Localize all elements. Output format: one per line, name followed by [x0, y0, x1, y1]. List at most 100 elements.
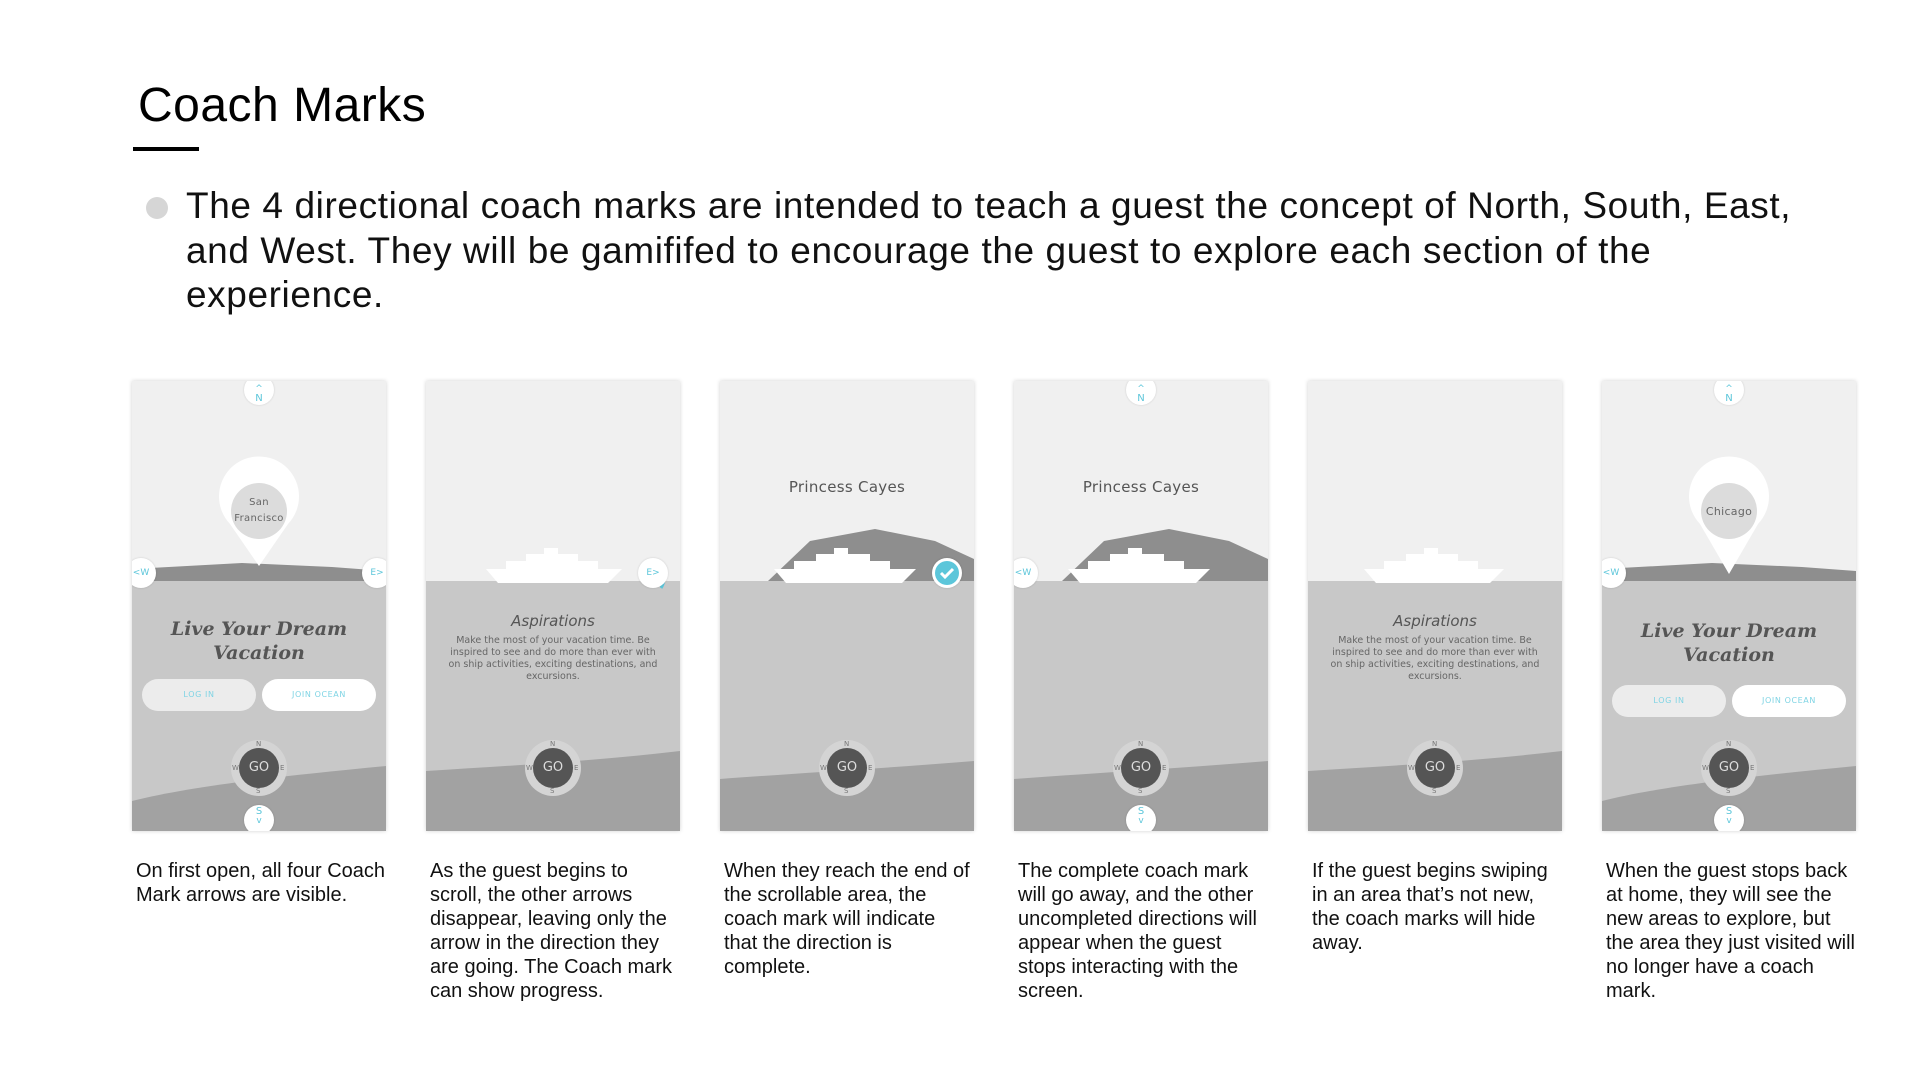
phone-screen-5: Aspirations Make the most of your vacati… [1308, 381, 1562, 831]
east-letter: E [646, 568, 653, 578]
coach-mark-west[interactable]: <W [132, 558, 156, 588]
compass-w: W [232, 764, 239, 772]
compass-n: N [1138, 740, 1144, 748]
title-underline [133, 147, 199, 151]
compass-n: N [256, 740, 262, 748]
go-label: GO [1709, 748, 1749, 788]
north-letter: N [1725, 393, 1733, 404]
chevron-right-icon: > [652, 568, 660, 578]
coach-mark-north[interactable]: ^ N [1126, 381, 1156, 405]
login-button[interactable]: LOG IN [142, 679, 256, 711]
coach-mark-north[interactable]: ^ N [244, 381, 274, 405]
compass-w: W [1408, 764, 1415, 772]
compass-s: S [550, 787, 555, 795]
coach-mark-east-progress[interactable]: E> [638, 558, 668, 588]
join-ocean-button[interactable]: JOIN OCEAN [1732, 685, 1846, 717]
phone-screen-2: Aspirations Make the most of your vacati… [426, 381, 680, 831]
go-label: GO [1121, 748, 1161, 788]
go-label: GO [1415, 748, 1455, 788]
compass-e: E [280, 764, 285, 772]
aspirations-title: Aspirations [511, 612, 595, 630]
compass-s: S [1432, 787, 1437, 795]
cruise-ship-icon [1068, 548, 1210, 583]
pin-line-1: San [249, 497, 269, 508]
headline-line-1: Live Your Dream [1640, 620, 1818, 642]
chevron-down-icon: v [1726, 816, 1732, 826]
compass-s: S [256, 787, 261, 795]
chevron-left-icon: < [132, 568, 141, 578]
caption-2: As the guest begins to scroll, the other… [430, 860, 672, 1002]
landscape-illustration [720, 529, 974, 831]
page-title: Coach Marks [138, 79, 427, 132]
go-label: GO [239, 748, 279, 788]
headline: Live Your Dream Vacation [1602, 619, 1856, 667]
chevron-up-icon: ^ [255, 384, 263, 394]
west-letter: W [1022, 568, 1032, 578]
go-label: GO [533, 748, 573, 788]
join-ocean-button[interactable]: JOIN OCEAN [262, 679, 376, 711]
caption-6: When the guest stops back at home, they … [1606, 860, 1856, 1002]
headline-line-2: Vacation [1683, 644, 1775, 666]
caption-5: If the guest begins swiping in an area t… [1312, 860, 1548, 954]
go-compass-button[interactable]: GO N S E W [1407, 740, 1463, 796]
compass-w: W [526, 764, 533, 772]
coach-mark-west[interactable]: <W [1014, 558, 1038, 588]
compass-n: N [1432, 740, 1438, 748]
compass-w: W [1114, 764, 1121, 772]
coach-mark-south[interactable]: S v [1714, 805, 1744, 831]
compass-n: N [550, 740, 556, 748]
go-compass-button[interactable]: GO N S E W [231, 740, 287, 796]
pin-city-label: San Francisco [132, 495, 386, 527]
south-letter: S [255, 806, 263, 817]
chevron-right-icon: > [376, 568, 384, 578]
cruise-ship-icon [1364, 548, 1504, 583]
north-letter: N [1137, 393, 1145, 404]
landscape-illustration [1014, 529, 1268, 831]
compass-e: E [1456, 764, 1461, 772]
caption-3: When they reach the end of the scrollabl… [724, 860, 970, 978]
chevron-up-icon: ^ [1137, 384, 1145, 394]
east-letter: E [370, 568, 377, 578]
phone-screen-1: San Francisco Live Your Dream Vacation L… [132, 381, 386, 831]
compass-e: E [1750, 764, 1755, 772]
login-button[interactable]: LOG IN [1612, 685, 1726, 717]
coach-mark-west[interactable]: <W [1602, 558, 1626, 588]
compass-e: E [1162, 764, 1167, 772]
compass-w: W [820, 764, 827, 772]
aspirations-body: Make the most of your vacation time. Be … [448, 635, 658, 682]
caption-1: On first open, all four Coach Mark arrow… [136, 860, 386, 906]
north-letter: N [255, 393, 263, 404]
destination-label: Princess Cayes [1082, 478, 1200, 496]
chevron-left-icon: < [1602, 568, 1611, 578]
coach-mark-east[interactable]: E> [362, 558, 386, 588]
check-complete-icon [932, 558, 962, 588]
bullet-text: The 4 directional coach marks are intend… [186, 185, 1792, 315]
cruise-ship-icon [486, 548, 622, 583]
compass-n: N [1726, 740, 1732, 748]
pin-city-label: Chicago [1705, 505, 1753, 518]
go-label: GO [827, 748, 867, 788]
pin-line-2: Francisco [234, 513, 284, 524]
headline-line-2: Vacation [213, 642, 305, 664]
coach-mark-north[interactable]: ^ N [1714, 381, 1744, 405]
coach-mark-south[interactable]: S v [1126, 805, 1156, 831]
phone-screen-6: Chicago Live Your Dream Vacation LOG IN … [1602, 381, 1856, 831]
bullet-dot [146, 197, 168, 219]
south-letter: S [1725, 806, 1733, 817]
caption-4: The complete coach mark will go away, an… [1018, 860, 1258, 1002]
south-letter: S [1137, 806, 1145, 817]
compass-e: E [868, 764, 873, 772]
west-letter: W [140, 568, 150, 578]
coach-mark-south[interactable]: S v [244, 805, 274, 831]
aspirations-title: Aspirations [1393, 612, 1477, 630]
chevron-down-icon: v [1138, 816, 1144, 826]
headline: Live Your Dream Vacation [132, 617, 386, 665]
chevron-left-icon: < [1014, 568, 1023, 578]
